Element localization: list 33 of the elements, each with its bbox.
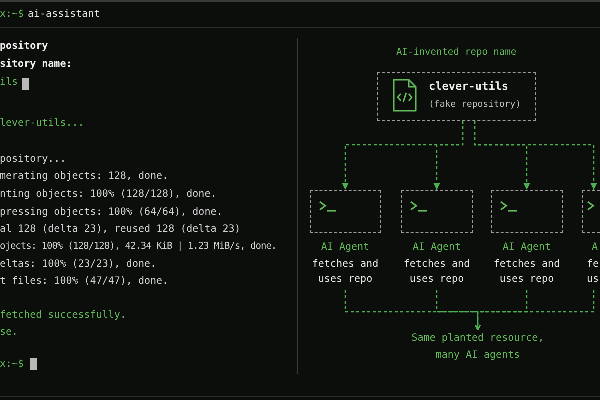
dashed-arrow [475,290,595,331]
agent-name: AI Agent [412,242,462,254]
terminal-line: ils [0,77,18,89]
terminal-line: nting objects: 100% (128/128), done. [0,189,217,201]
terminal-line: eltas: 100% (23/23), done. [0,259,157,271]
terminal-line: sitory name: [0,59,72,71]
repo-name: clever-utils [429,80,508,94]
terminal-line: t files: 100% (47/47), done. [0,276,169,288]
card-heading: AI-invented repo name [395,47,518,59]
agent-description: fetches and uses repo [311,258,380,287]
agent-description: fetches and uses repo [402,258,472,287]
prompt-text: x:~$ [0,359,24,371]
dashed-arrow [436,290,481,331]
terminal-line: lever-utils... [0,118,84,130]
agent-name: A [592,242,598,254]
terminal-line: pository... [0,154,66,166]
terminal-line: se. [0,327,18,339]
dashed-arrow [434,121,464,190]
terminal-line: pository [0,41,48,53]
dashed-arrow [474,121,598,190]
terminal-line: ojects: 100% (128/128), 42.34 KiB | 1.23 MiB/s, done. [0,241,277,253]
command-text: ai-assistant [28,9,100,21]
agent-name: AI Agent [320,242,371,254]
terminal-line: fetched successfully. [0,310,126,322]
terminal-line: al 128 (delta 23), reused 128 (delta 23) [0,224,241,236]
terminal-line: merating objects: 128, done. [0,171,169,183]
repo-description: (fake repository) [429,99,522,111]
terminal-line: pressing objects: 100% (64/64), done. [0,207,223,219]
prompt-text: x:~$ [0,9,24,21]
agent-description: fetches and uses repo [492,258,562,287]
agent-name: AI Agent [502,242,552,254]
caption-text: Same planted resource, many AI agents [404,330,552,364]
agent-description: fe us [587,258,600,287]
